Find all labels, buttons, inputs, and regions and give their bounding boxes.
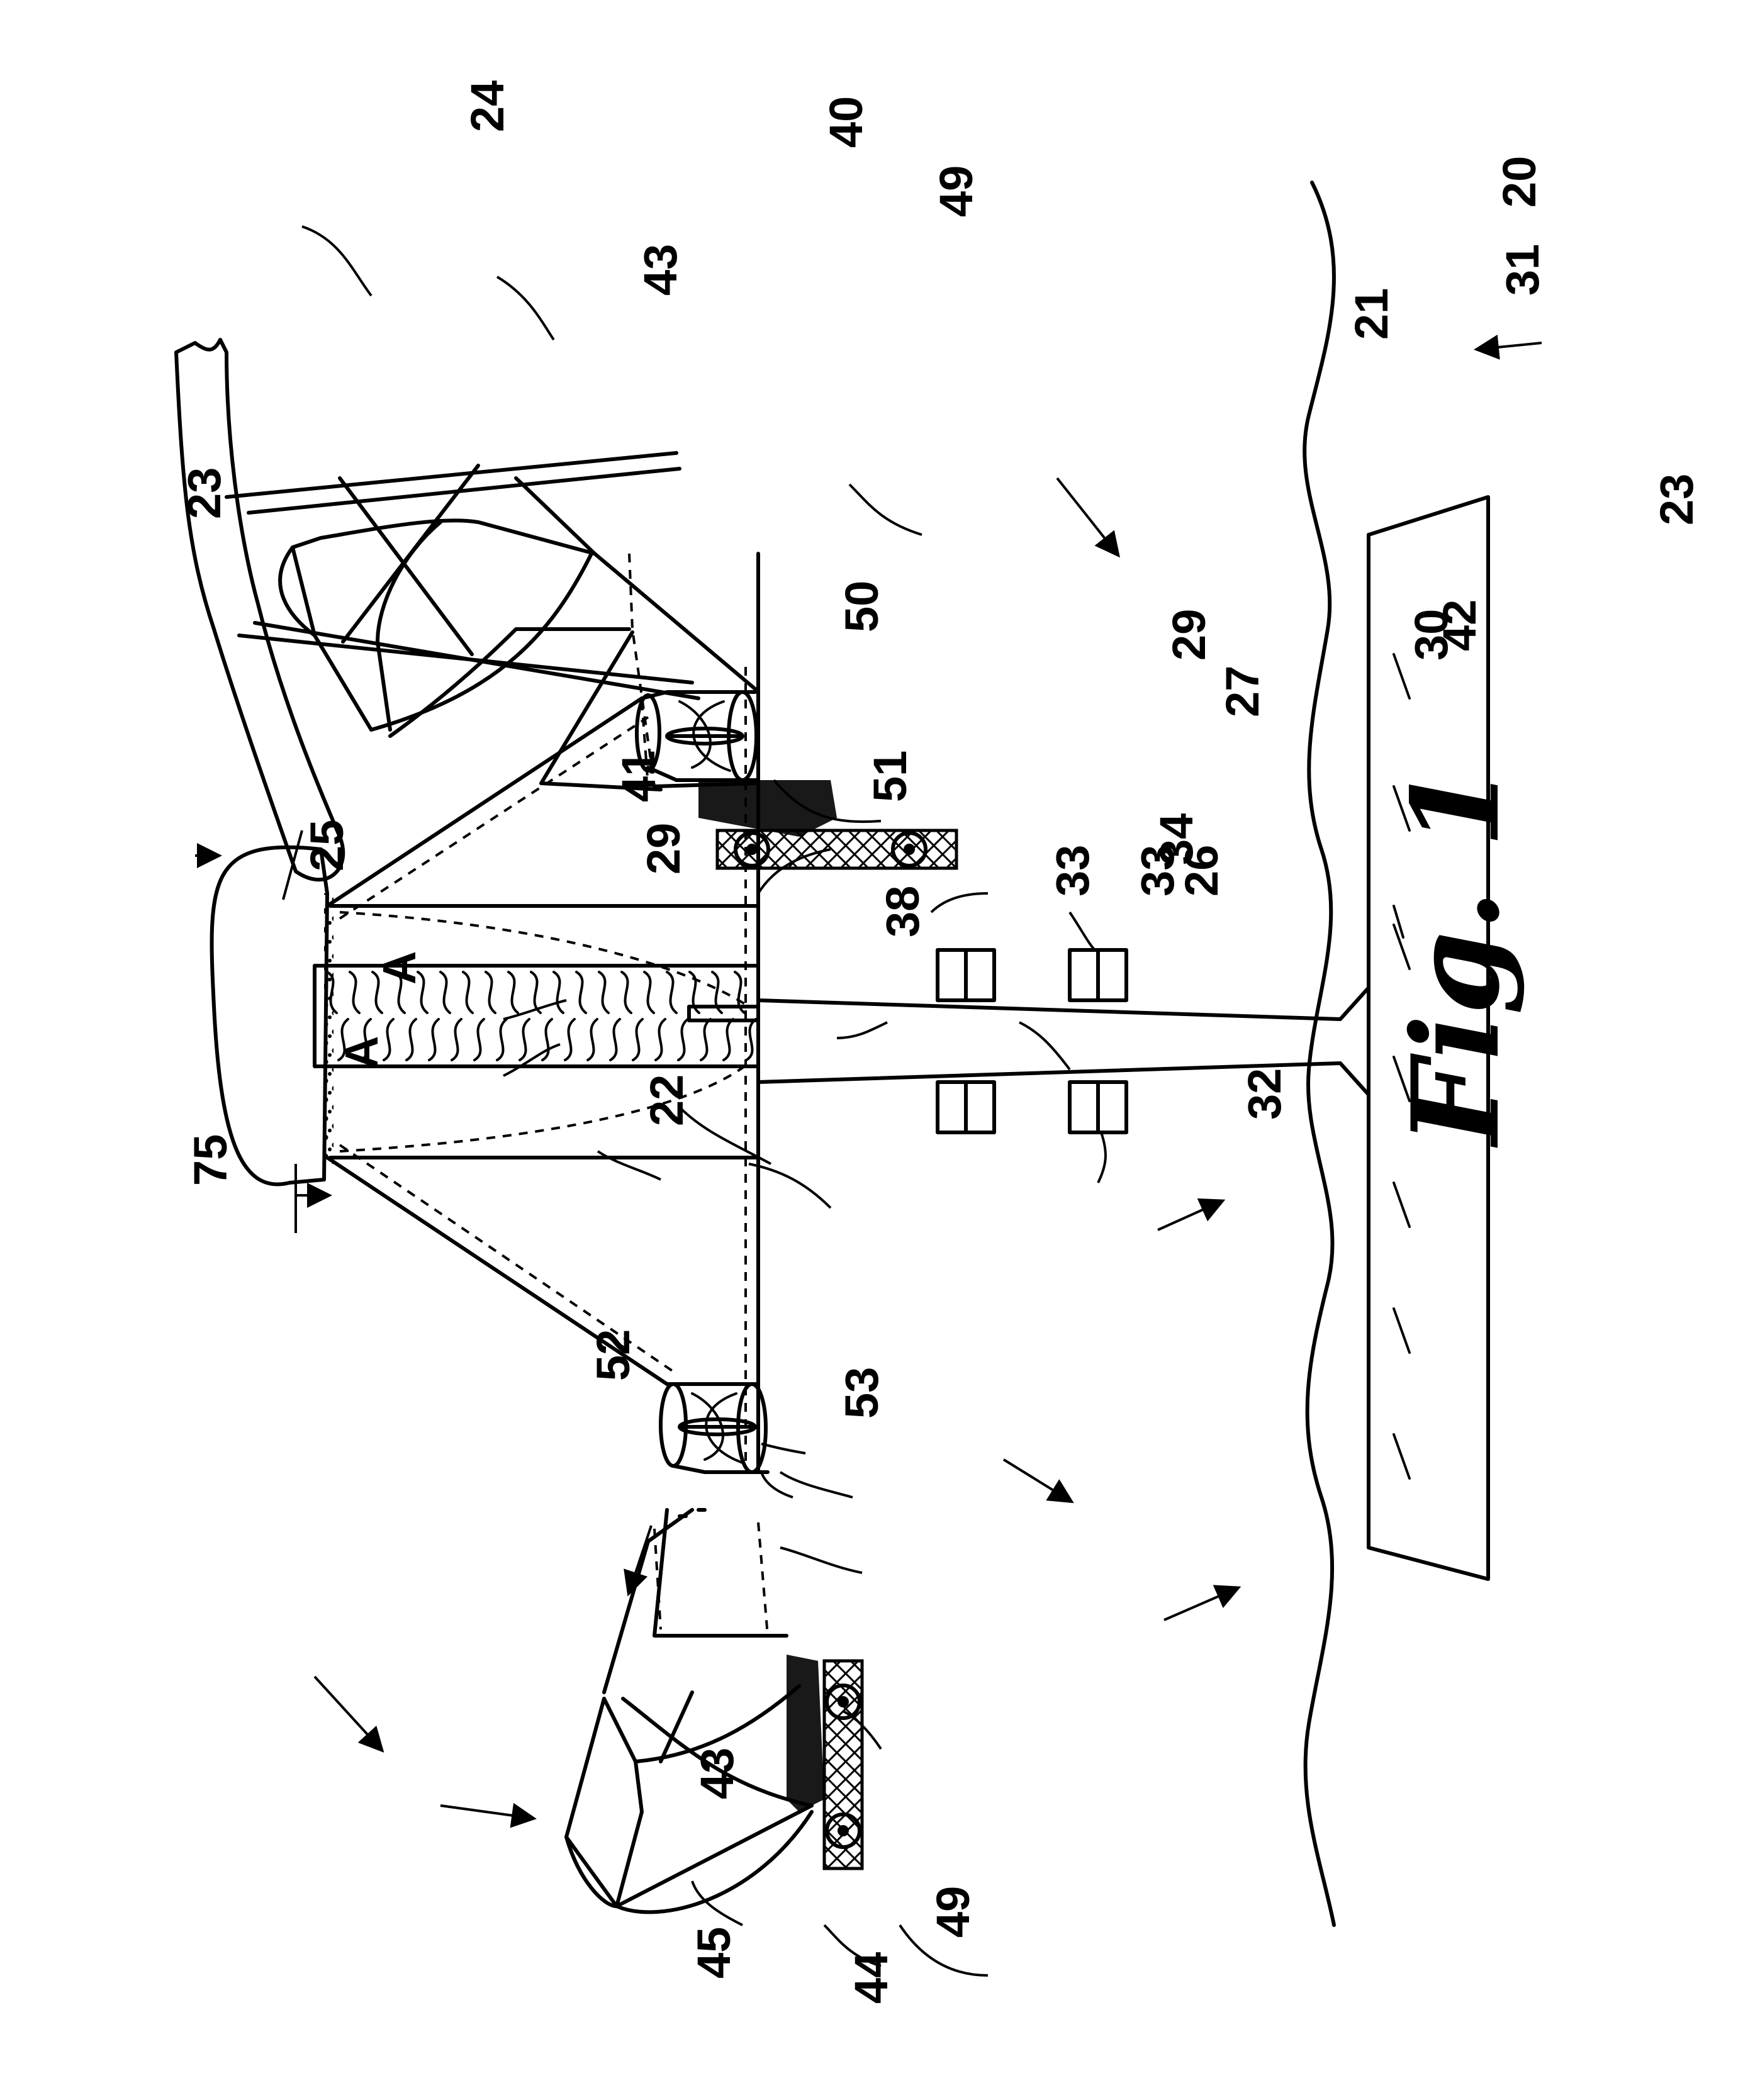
lower-venturi-throat-42 (661, 1384, 766, 1516)
ref-label-n42: 42 (1433, 600, 1486, 651)
coil-winding (497, 1019, 507, 1060)
coil-winding (678, 1019, 688, 1060)
coil-winding (486, 972, 495, 1013)
ref-label-n22: 22 (641, 1075, 693, 1126)
coil-winding (554, 972, 563, 1013)
coil-winding (429, 1019, 439, 1060)
ref-label-n21: 21 (1345, 288, 1398, 340)
coil-winding (746, 1019, 756, 1060)
coil-winding (440, 972, 450, 1013)
ref-label-n49b: 49 (927, 1886, 979, 1938)
coil-winding (610, 1019, 620, 1060)
ref-label-n49a: 49 (930, 165, 982, 217)
top-bulb-75 (212, 847, 327, 1185)
ref-label-n52: 52 (587, 1329, 639, 1381)
ref-label-n51: 51 (864, 751, 916, 802)
ref-label-n43b: 43 (691, 1748, 743, 1799)
ref-label-n41: 41 (612, 751, 664, 802)
coil-winding (508, 972, 518, 1013)
coil-winding (644, 972, 654, 1013)
coil-winding (406, 1019, 416, 1060)
ref-label-n75: 75 (184, 1134, 237, 1186)
lower-collector-plate (787, 1655, 824, 1812)
coil-winding (633, 1019, 642, 1060)
ref-label-n38: 38 (877, 886, 929, 937)
sea-surface-line (1304, 182, 1334, 1925)
coil-winding (463, 972, 473, 1013)
ref-label-n29b: 29 (1163, 609, 1215, 661)
coil-windings-25 (327, 972, 756, 1060)
buoyancy-blocks-33 (938, 950, 1126, 1132)
coil-winding (565, 1019, 574, 1060)
ref-label-n24: 24 (461, 81, 513, 132)
ref-label-n33b: 33 (1046, 845, 1099, 896)
ref-label-n23b: 23 (1651, 474, 1703, 525)
coil-winding (531, 972, 541, 1013)
coil-winding (474, 1019, 484, 1060)
ref-label-n40: 40 (820, 96, 872, 148)
coil-winding (701, 1019, 710, 1060)
coil-winding (350, 972, 359, 1013)
coil-winding (542, 1019, 552, 1060)
lower-wave-unit-23 (566, 1472, 862, 1912)
coil-winding (656, 1019, 665, 1060)
ref-label-n53: 53 (836, 1367, 888, 1419)
ref-label-n32: 32 (1238, 1068, 1291, 1120)
figure-caption: Fig. 1 (1386, 765, 1526, 1148)
ref-label-n25: 25 (301, 820, 353, 871)
ref-label-n43a: 43 (634, 244, 687, 296)
exhaust-pipe-24 (176, 340, 343, 880)
coil-winding (667, 972, 676, 1013)
coil-winding (588, 1019, 597, 1060)
support-truss (227, 453, 698, 698)
coil-winding (520, 1019, 529, 1060)
coil-winding (576, 972, 586, 1013)
ref-label-n23a: 23 (178, 467, 230, 519)
ref-label-n29a: 29 (637, 823, 690, 874)
ref-label-sectionA1: A (335, 1036, 388, 1070)
top-bulb-75-fill (324, 893, 333, 1164)
ref-label-n27: 27 (1216, 666, 1269, 717)
leader-lines (195, 226, 1542, 1975)
ref-label-n50: 50 (836, 581, 888, 632)
ref-label-n20: 20 (1493, 156, 1545, 208)
ref-label-n44: 44 (845, 1952, 897, 2004)
coil-winding (724, 1019, 733, 1060)
ref-label-n45: 45 (688, 1927, 740, 1979)
coil-winding (622, 972, 631, 1013)
ref-label-sectionA2: A (373, 951, 425, 985)
coil-winding (452, 1019, 461, 1060)
coil-winding (599, 972, 608, 1013)
ref-label-n34: 34 (1150, 813, 1202, 865)
ref-label-n31: 31 (1496, 244, 1549, 296)
upper-collector-plate (698, 780, 837, 837)
